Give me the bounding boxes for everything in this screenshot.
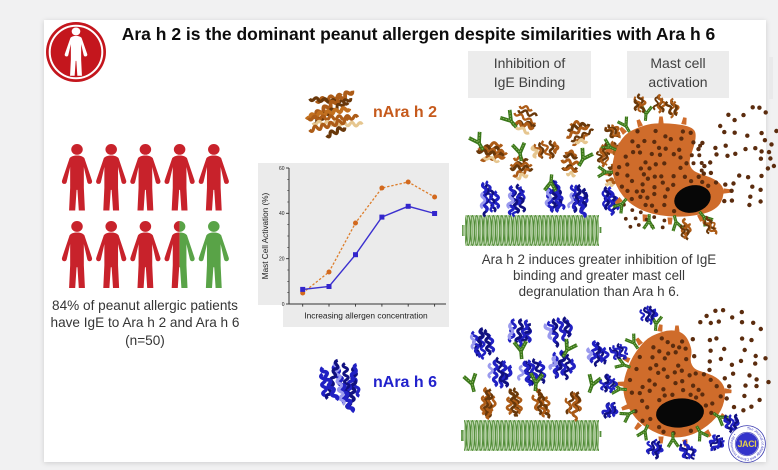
svg-text:Mast Cell Activation (%): Mast Cell Activation (%) — [261, 193, 270, 280]
svg-text:40: 40 — [279, 211, 285, 217]
svg-text:60: 60 — [279, 166, 285, 172]
svg-text:JACI: JACI — [738, 439, 757, 449]
svg-text:Increasing allergen concentrat: Increasing allergen concentration — [304, 311, 428, 321]
svg-text:0: 0 — [282, 302, 285, 308]
svg-text:20: 20 — [279, 257, 285, 263]
